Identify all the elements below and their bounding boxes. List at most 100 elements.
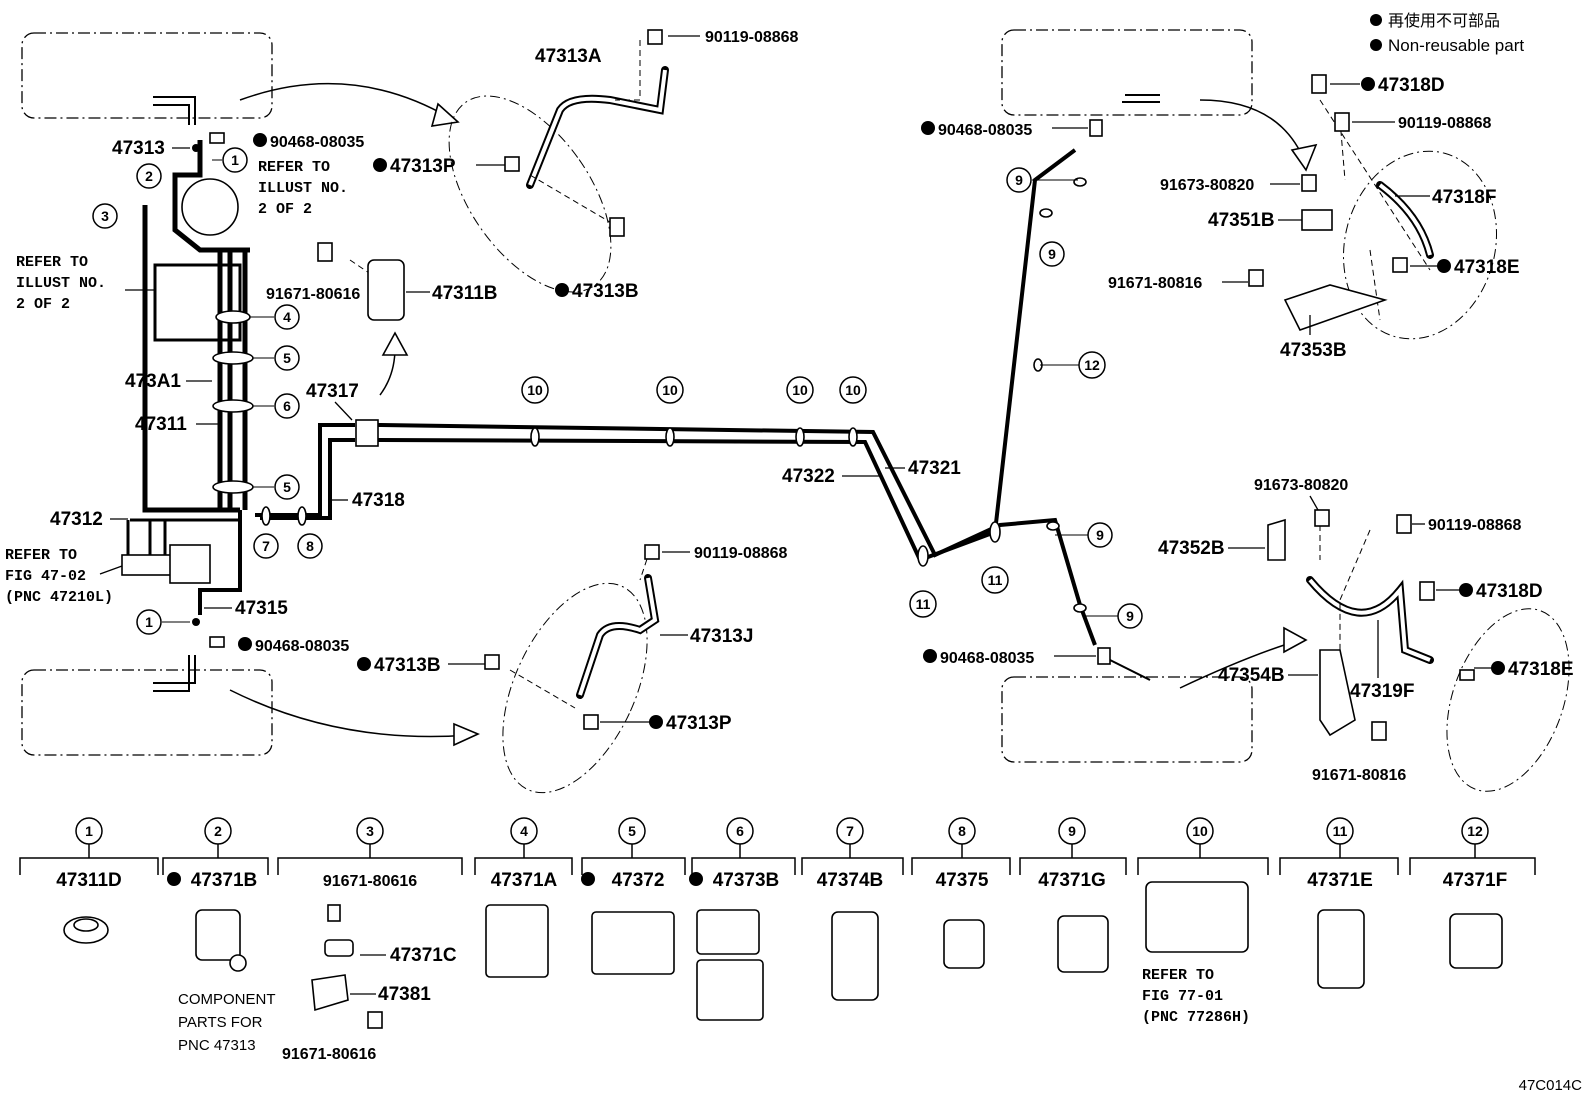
refer-illust-1-line-3: 2 OF 2 xyxy=(258,201,312,218)
component-callout-number: 12 xyxy=(1467,823,1483,839)
callout-5a: 5 xyxy=(283,350,291,366)
detail-hoses xyxy=(349,40,1434,709)
callout-9c: 9 xyxy=(1096,527,1104,543)
callout-10a: 10 xyxy=(527,382,543,398)
label-47313B-2: 47313B xyxy=(374,655,441,676)
callout-1b: 1 xyxy=(145,614,153,630)
label-47318F: 47318F xyxy=(1432,187,1496,208)
component-bracket xyxy=(1279,844,1399,875)
component-part-number: 91671-80616 xyxy=(323,873,417,890)
component-bracket xyxy=(801,844,904,875)
diagram-code: 47C014C xyxy=(1519,1077,1583,1094)
legend-line-2: Non-reusable part xyxy=(1388,36,1524,55)
label-90119-08868-2: 90119-08868 xyxy=(694,545,788,562)
component-bracket xyxy=(474,844,573,875)
component-bracket xyxy=(1409,844,1536,875)
comp10-note-1: REFER TO xyxy=(1142,967,1214,984)
area-box-rear-left xyxy=(21,669,273,756)
component-part-number: 47373B xyxy=(713,870,780,891)
component-bracket xyxy=(581,844,686,875)
callout-10b: 10 xyxy=(662,382,678,398)
callout-4a: 4 xyxy=(283,309,291,325)
component-7: 7 47374B xyxy=(801,817,904,891)
callout-10c: 10 xyxy=(792,382,808,398)
label-90119-08868-4: 90119-08868 xyxy=(1428,517,1522,534)
refer-illust-2-line-3: 2 OF 2 xyxy=(16,296,70,313)
component-row: 147311D247371B391671-80616447371A5473726… xyxy=(19,817,1536,891)
component-callout-number: 11 xyxy=(1333,823,1348,839)
area-box-front-right xyxy=(1001,29,1253,116)
component-1: 1 47311D xyxy=(19,817,159,891)
label-47317: 47317 xyxy=(306,381,359,402)
nonreusable-mark xyxy=(581,872,595,886)
label-47318: 47318 xyxy=(352,490,405,511)
component-part-number: 47371B xyxy=(191,870,258,891)
component-callout-number: 7 xyxy=(846,823,854,839)
part-labels: 47313A 90119-08868 47313P 47313B 91671-8… xyxy=(5,29,1574,784)
callout-11b: 11 xyxy=(988,572,1003,588)
component-bracket xyxy=(162,844,269,875)
label-47353B: 47353B xyxy=(1280,340,1347,361)
callouts: 1 2 3 4 5 6 5 7 8 1 10 10 10 10 11 11 12… xyxy=(92,147,1143,635)
component-bracket xyxy=(1137,844,1269,875)
component-icons xyxy=(63,881,1503,1029)
refer-illust-2-line-2: ILLUST NO. xyxy=(16,275,106,292)
component-bracket xyxy=(277,844,463,875)
label-47322: 47322 xyxy=(782,466,835,487)
callout-2a: 2 xyxy=(145,168,153,184)
callout-5b: 5 xyxy=(283,479,291,495)
label-90468-08035-3: 90468-08035 xyxy=(938,122,1032,139)
comp3-note-47381: 47381 xyxy=(378,984,431,1005)
component-callout-number: 6 xyxy=(736,823,744,839)
label-47313P-2: 47313P xyxy=(666,713,732,734)
callout-9b: 9 xyxy=(1048,246,1056,262)
fittings xyxy=(209,29,1475,741)
legend: 再使用不可部品 Non-reusable part xyxy=(1370,12,1524,55)
detail-rear-right xyxy=(1446,608,1570,792)
component-callout-number: 1 xyxy=(85,823,93,839)
label-90468-08035-4: 90468-08035 xyxy=(940,650,1034,667)
callout-7a: 7 xyxy=(262,538,270,554)
component-part-number: 47374B xyxy=(817,870,884,891)
comp2-note-3: PNC 47313 xyxy=(178,1037,256,1054)
component-part-number: 47371G xyxy=(1038,870,1106,891)
component-2: 2 47371B xyxy=(162,817,269,891)
callout-6a: 6 xyxy=(283,398,291,414)
component-bracket xyxy=(911,844,1011,875)
detail-rear-left xyxy=(502,582,648,794)
callout-10d: 10 xyxy=(845,382,861,398)
comp3-note-91671: 91671-80616 xyxy=(282,1046,376,1063)
detail-front-right xyxy=(1342,150,1498,340)
label-47313A: 47313A xyxy=(535,46,602,67)
refer-fig-line-2: FIG 47-02 xyxy=(5,568,86,585)
component-callout-number: 4 xyxy=(520,823,528,839)
left-brake-lines xyxy=(121,96,379,692)
label-47351B: 47351B xyxy=(1208,210,1275,231)
component-callout-number: 8 xyxy=(958,823,966,839)
label-47319F: 47319F xyxy=(1350,681,1414,702)
callout-11a: 11 xyxy=(916,596,931,612)
component-callout-number: 10 xyxy=(1192,823,1208,839)
main-brake-lines xyxy=(377,94,1160,681)
component-callout-number: 2 xyxy=(214,823,222,839)
component-notes: COMPONENT PARTS FOR PNC 47313 47371C 473… xyxy=(178,945,1250,1063)
component-part-number: 47311D xyxy=(56,870,122,891)
label-47311B: 47311B xyxy=(432,283,498,304)
label-47312: 47312 xyxy=(50,509,103,530)
callout-9d: 9 xyxy=(1126,608,1134,624)
component-part-number: 47372 xyxy=(612,870,665,891)
detail-front-left xyxy=(448,95,612,293)
refer-illust-2-line-1: REFER TO xyxy=(16,254,88,271)
area-box-front-left xyxy=(21,32,273,119)
label-47315: 47315 xyxy=(235,598,288,619)
label-473A1: 473A1 xyxy=(125,371,181,392)
label-47318E-2: 47318E xyxy=(1508,659,1574,680)
area-box-rear-right xyxy=(1001,676,1253,763)
label-91671-80816-2: 91671-80816 xyxy=(1312,767,1406,784)
refer-fig-line-3: (PNC 47210L) xyxy=(5,589,113,606)
